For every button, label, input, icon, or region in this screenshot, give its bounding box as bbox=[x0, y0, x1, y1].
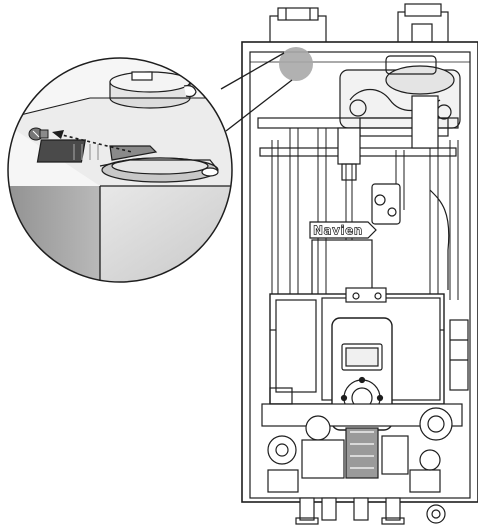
callout-border bbox=[7, 57, 233, 283]
bracket-detail bbox=[36, 139, 219, 183]
vent-collars bbox=[269, 3, 449, 47]
brand-plate: Navien bbox=[309, 221, 377, 239]
water-heater-unit: Navien bbox=[241, 3, 478, 525]
arrow-icon bbox=[52, 130, 133, 153]
brand-logo: Navien bbox=[313, 224, 363, 238]
vent-collar-detail bbox=[109, 71, 197, 109]
lower-valves bbox=[261, 387, 463, 493]
bottom-connections bbox=[295, 497, 446, 525]
gas-valve bbox=[337, 95, 439, 225]
callout-leader bbox=[220, 52, 293, 132]
screw-icon bbox=[28, 127, 49, 141]
cabinet-front bbox=[8, 186, 100, 282]
highlight-marker bbox=[279, 47, 313, 81]
vertical-pipes bbox=[271, 128, 459, 300]
callout-magnifier bbox=[7, 57, 233, 283]
